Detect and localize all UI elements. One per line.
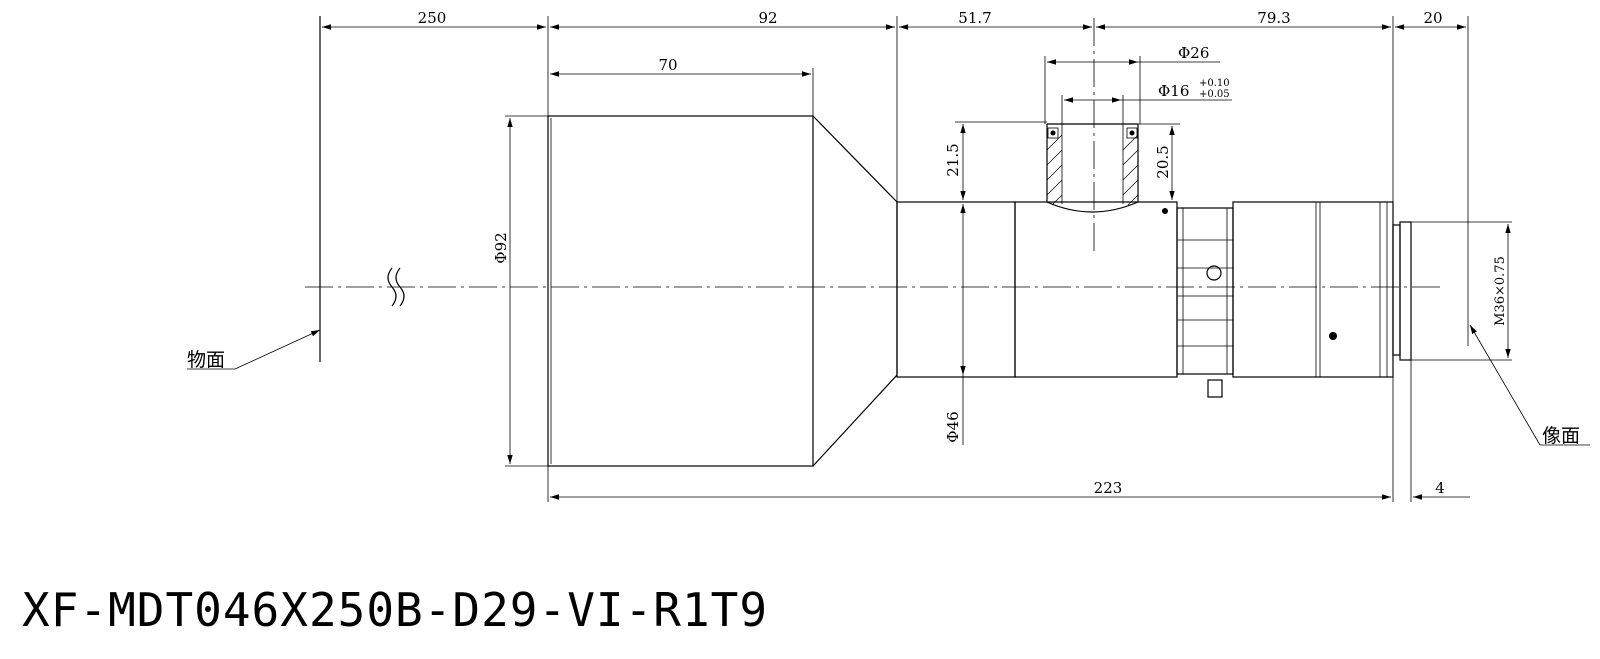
focus-ring (1176, 207, 1234, 375)
dim-flange-distance: 4 (1435, 479, 1445, 497)
dim-front-diameter: Φ92 (492, 232, 510, 263)
front-barrel (547, 115, 814, 467)
dim-body-diameter: Φ46 (944, 411, 962, 442)
model-title: XF-MDT046X250B-D29-VI-R1T9 (22, 583, 769, 637)
break-symbol (387, 267, 405, 307)
dim-port-outer: Φ26 (1178, 44, 1209, 62)
coax-port (1046, 123, 1139, 202)
dim-front-length: 92 (758, 9, 777, 27)
dim-coax-offset: 51.7 (958, 9, 991, 27)
dim-total-length: 223 (1094, 479, 1123, 497)
rear-section (1232, 201, 1394, 378)
dim-rear-length: 79.3 (1257, 9, 1290, 27)
port-hatch-right (1122, 134, 1139, 206)
tol-lower: +0.05 (1199, 89, 1230, 100)
tol-upper: +0.10 (1199, 78, 1230, 89)
dim-mount-thread: M36×0.75 (1493, 256, 1508, 326)
mount-thread (1399, 221, 1412, 361)
bottom-screw (1207, 379, 1223, 398)
main-body (896, 201, 1016, 378)
taper-cone (812, 115, 898, 467)
dim-working-distance: 250 (418, 9, 447, 27)
rear-body (1014, 201, 1178, 378)
object-plane-leader (234, 329, 321, 370)
camera-mount (1392, 224, 1401, 356)
image-plane-leader (1469, 324, 1541, 446)
port-hatch-left (1046, 134, 1063, 206)
dim-back-focus: 20 (1423, 9, 1442, 27)
lock-screw (1206, 265, 1222, 281)
small-dot (1162, 208, 1168, 214)
dim-port-height-outer: 21.5 (944, 143, 962, 176)
object-plane-label: 物面 (187, 349, 225, 371)
dim-port-height-inner: 20.5 (1154, 145, 1172, 178)
dim-port-inner: Φ16 (1158, 82, 1189, 100)
rear-dot (1329, 332, 1337, 340)
dim-barrel-length: 70 (658, 56, 677, 74)
image-plane-label: 像面 (1542, 425, 1580, 447)
